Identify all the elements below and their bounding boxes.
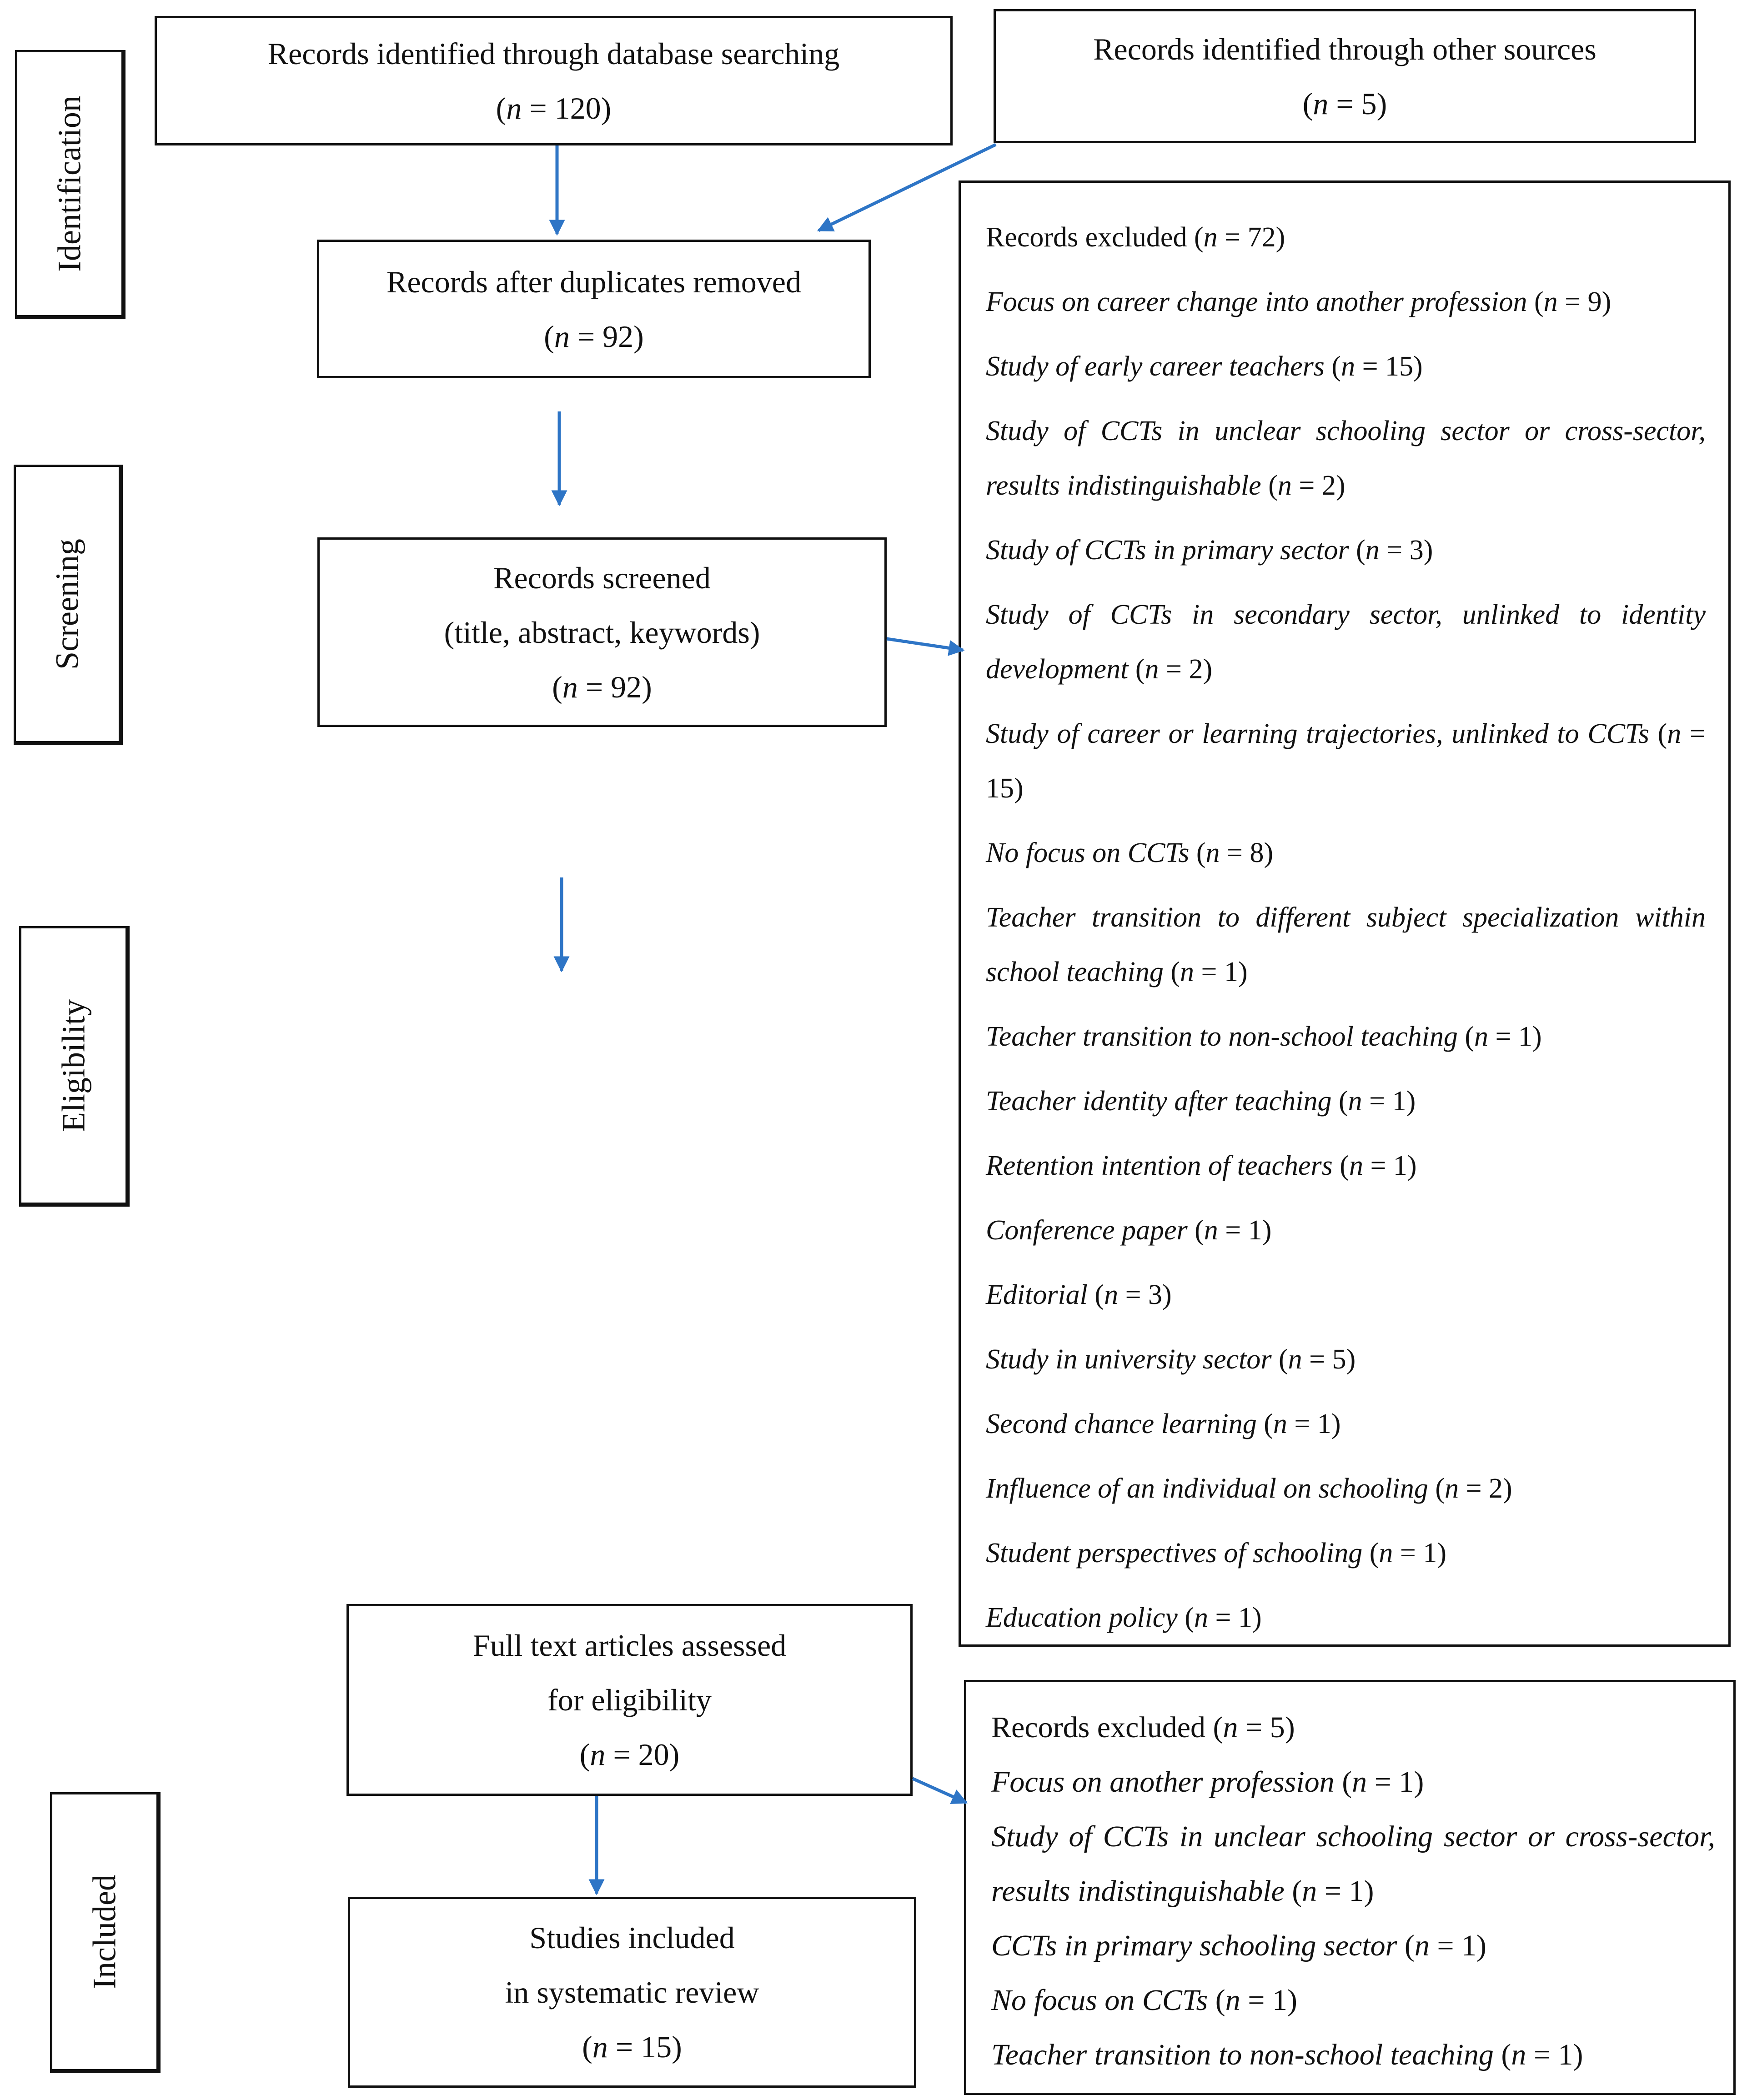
exclusion-item: Focus on career change into another prof… bbox=[986, 286, 1611, 317]
records-screened-sublabel: (title, abstract, keywords) bbox=[444, 615, 760, 650]
eligibility-exclusions-heading: Records excluded (n = 5) bbox=[991, 1711, 1295, 1744]
records-screened-box: Records screened (title, abstract, keywo… bbox=[317, 537, 887, 727]
stage-eligibility: Eligibility bbox=[19, 926, 130, 1207]
other-sources-box: Records identified through other sources… bbox=[994, 9, 1696, 143]
records-screened-label: Records screened bbox=[493, 560, 711, 595]
after-duplicates-label: Records after duplicates removed bbox=[387, 264, 801, 299]
screening-exclusions-heading: Records excluded (n = 72) bbox=[986, 222, 1285, 253]
exclusion-item: Study of CCTs in primary sector (n = 3) bbox=[986, 535, 1433, 566]
exclusion-item: Study in university sector (n = 5) bbox=[986, 1344, 1356, 1375]
other-sources-count: (n = 5) bbox=[1302, 86, 1387, 121]
exclusion-item: Study of early career teachers (n = 15) bbox=[986, 351, 1423, 382]
studies-included-count: (n = 15) bbox=[582, 2030, 682, 2064]
database-records-count: (n = 120) bbox=[496, 90, 612, 125]
exclusion-item: Focus on another profession (n = 1) bbox=[991, 1765, 1424, 1799]
exclusion-item: No focus on CCTs (n = 1) bbox=[991, 1984, 1297, 2017]
exclusion-item: Teacher transition to different subject … bbox=[986, 902, 1706, 987]
arrow-fulltext-to-exclusions bbox=[912, 1777, 968, 1804]
studies-included-label: Studies included bbox=[529, 1920, 735, 1955]
full-text-label: Full text articles assessed bbox=[472, 1628, 787, 1663]
exclusion-item: Study of CCTs in secondary sector, unlin… bbox=[986, 599, 1706, 685]
exclusion-item: Teacher identity after teaching (n = 1) bbox=[986, 1086, 1416, 1117]
other-sources-label: Records identified through other sources bbox=[1093, 31, 1596, 66]
exclusion-item: Second chance learning (n = 1) bbox=[986, 1408, 1341, 1439]
exclusion-item: Editorial (n = 3) bbox=[986, 1279, 1172, 1310]
database-records-label: Records identified through database sear… bbox=[267, 36, 840, 71]
exclusion-item: Study of CCTs in unclear schooling secto… bbox=[986, 416, 1706, 501]
exclusion-item: CCTs in primary schooling sector (n = 1) bbox=[991, 1929, 1487, 1962]
exclusion-item: Education policy (n = 1) bbox=[986, 1602, 1262, 1633]
screening-exclusions-box: Records excluded (n = 72) Focus on caree… bbox=[959, 180, 1731, 1647]
eligibility-exclusions-box: Records excluded (n = 5) Focus on anothe… bbox=[964, 1680, 1736, 2095]
studies-included-sublabel: in systematic review bbox=[505, 1975, 759, 2010]
exclusion-item: Student perspectives of schooling (n = 1… bbox=[986, 1538, 1447, 1569]
after-duplicates-count: (n = 92) bbox=[544, 319, 644, 354]
exclusion-item: Teacher transition to non-school teachin… bbox=[991, 2038, 1583, 2071]
exclusion-item: Retention intention of teachers (n = 1) bbox=[986, 1150, 1417, 1181]
records-screened-count: (n = 92) bbox=[552, 669, 652, 704]
after-duplicates-box: Records after duplicates removed (n = 92… bbox=[317, 240, 871, 378]
arrow-screened-to-exclusions bbox=[886, 637, 965, 656]
stage-screening: Screening bbox=[14, 465, 123, 745]
full-text-count: (n = 20) bbox=[579, 1737, 680, 1772]
studies-included-box: Studies included in systematic review (n… bbox=[348, 1897, 916, 2088]
full-text-box: Full text articles assessed for eligibil… bbox=[346, 1604, 913, 1796]
exclusion-item: Influence of an individual on schooling … bbox=[986, 1473, 1512, 1504]
exclusion-item: Study of career or learning trajectories… bbox=[986, 718, 1706, 804]
full-text-sublabel: for eligibility bbox=[547, 1683, 712, 1717]
stage-included: Included bbox=[50, 1792, 161, 2073]
arrow-other-to-duplicates bbox=[817, 143, 997, 232]
exclusion-item: Teacher transition to non-school teachin… bbox=[986, 1021, 1542, 1052]
stage-identification: Identification bbox=[15, 50, 126, 319]
exclusion-item: Conference paper (n = 1) bbox=[986, 1215, 1272, 1246]
database-records-box: Records identified through database sear… bbox=[155, 16, 953, 145]
exclusion-item: Study of CCTs in unclear schooling secto… bbox=[991, 1820, 1715, 1908]
exclusion-item: No focus on CCTs (n = 8) bbox=[986, 837, 1274, 868]
